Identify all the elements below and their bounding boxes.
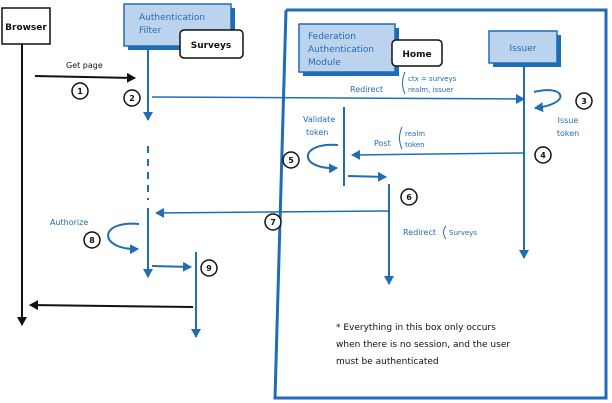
surveys-label: Surveys — [191, 41, 232, 51]
authorize-label: Authorize — [50, 218, 88, 227]
redirect-label: Redirect — [350, 85, 383, 94]
issue-token-line2: token — [557, 129, 579, 138]
fam-label-line1: Federation — [308, 32, 356, 42]
svg-text:6: 6 — [406, 193, 412, 202]
auth-filter-label-line2: Filter — [139, 26, 162, 36]
home-box: Home — [391, 39, 443, 67]
browser-label: Browser — [5, 23, 47, 33]
step-7-badge: 7 — [264, 213, 282, 231]
svg-text:8: 8 — [89, 236, 95, 245]
post-params-bracket — [399, 126, 403, 150]
step-9-badge: 9 — [200, 259, 218, 277]
redirect-to-surveys-arrow — [155, 207, 390, 218]
svg-text:5: 5 — [288, 156, 294, 165]
authorize-loop — [107, 222, 140, 255]
svg-text:9: 9 — [206, 264, 212, 273]
fam-to-home-arrow — [347, 171, 387, 182]
get-page-arrow — [34, 72, 136, 83]
federation-note: * Everything in this box only occurs whe… — [336, 323, 510, 367]
post-params-line1: realm — [405, 130, 425, 138]
post-label: Post — [374, 139, 391, 148]
step-5-badge: 5 — [282, 151, 300, 169]
svg-text:4: 4 — [540, 151, 546, 160]
svg-text:3: 3 — [581, 97, 587, 106]
issuer-box: Issuer — [488, 30, 561, 67]
redirect-params-line2: realm, issuer — [408, 86, 454, 94]
browser-box: Browser — [1, 7, 51, 45]
redirect-params-line1: ctx = surveys — [408, 75, 457, 83]
validate-token-line2: token — [306, 128, 328, 137]
auth-filter-label-line1: Authentication — [139, 13, 205, 23]
svg-text:7: 7 — [270, 218, 276, 227]
post-token-arrow — [351, 149, 525, 160]
post-params-line2: token — [405, 141, 425, 149]
filter-to-surveys-arrow — [151, 261, 192, 272]
svg-text:2: 2 — [129, 94, 135, 103]
redirect2-param: Surveys — [449, 229, 477, 237]
step-6-badge: 6 — [400, 188, 418, 206]
step-1-badge: 1 — [71, 82, 89, 100]
svg-text:1: 1 — [77, 87, 83, 96]
surveys-box: Surveys — [179, 29, 244, 59]
redirect2-label: Redirect — [403, 228, 436, 237]
redirect-params-bracket — [402, 71, 406, 95]
step-8-badge: 8 — [83, 231, 101, 249]
step-4-badge: 4 — [534, 146, 552, 164]
home-label: Home — [402, 50, 431, 60]
federation-boundary-box — [273, 8, 608, 400]
issuer-label: Issuer — [510, 44, 537, 54]
note-line3: must be authenticated — [336, 357, 439, 367]
response-to-browser-arrow — [29, 300, 194, 311]
note-line1: * Everything in this box only occurs — [336, 323, 496, 333]
fam-label-line2: Authentication — [308, 45, 374, 55]
redirect2-bracket — [443, 225, 447, 240]
issue-token-loop — [533, 89, 562, 113]
get-page-label: Get page — [66, 61, 103, 70]
redirect-to-issuer-arrow — [151, 93, 525, 104]
validate-token-line1: Validate — [303, 115, 335, 124]
step-2-badge: 2 — [123, 89, 141, 107]
issue-token-line1: Issue — [558, 116, 579, 125]
step-3-badge: 3 — [575, 92, 593, 110]
federation-module-box: Federation Authentication Module — [298, 23, 399, 76]
fam-label-line3: Module — [308, 58, 341, 68]
validate-token-loop — [307, 143, 339, 174]
note-line2: when there is no session, and the user — [336, 340, 510, 350]
